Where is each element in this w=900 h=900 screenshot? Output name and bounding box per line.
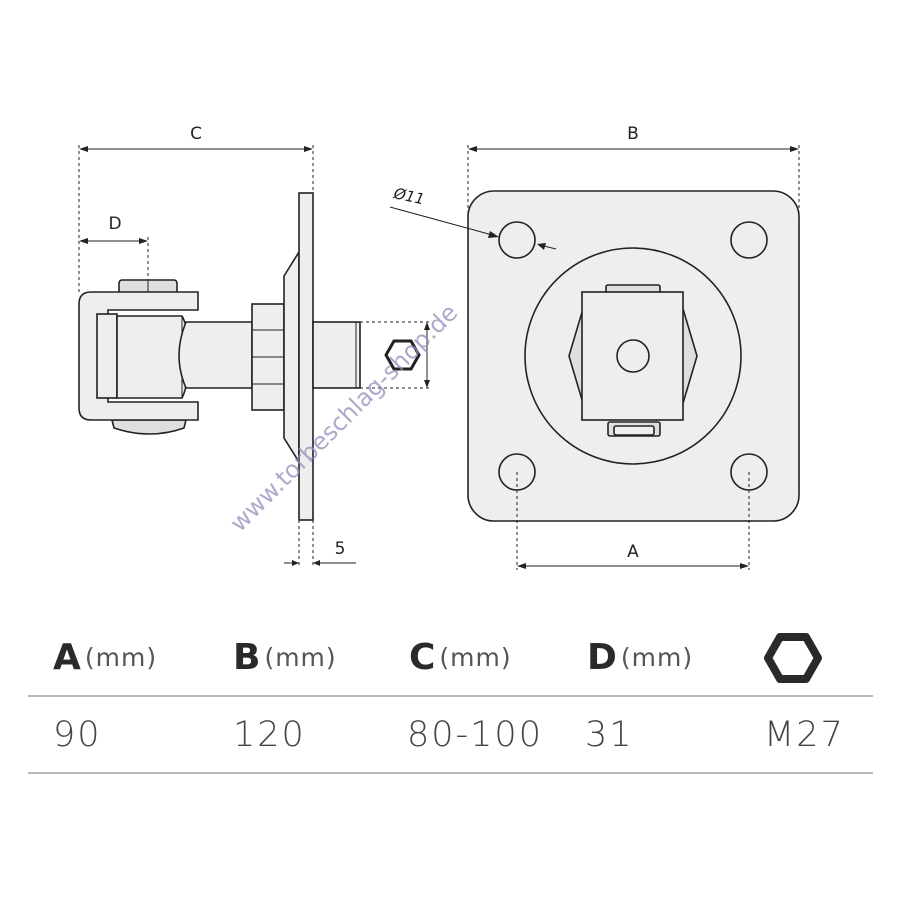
dim-label-c: C [190,124,202,144]
header-a: A(mm) [53,637,158,678]
dim-label-thickness: 5 [335,539,346,559]
value-b: 120 [233,714,306,755]
header-b: B(mm) [233,637,337,678]
hex-nut-icon [764,620,822,695]
spec-table: A(mm) B(mm) C(mm) D(mm) 90 120 80-100 31… [28,620,873,774]
hole-diameter-label: Ø11 [391,184,426,208]
side-view: C D 5 [78,124,430,566]
header-c: C(mm) [409,637,512,678]
value-d: 31 [585,714,634,755]
dim-label-b: B [627,124,639,144]
header-d: D(mm) [587,637,694,678]
dim-label-a: A [627,542,639,562]
value-c: 80-100 [407,714,543,755]
dim-label-d: D [108,214,121,234]
front-view: B A Ø11 [389,124,800,570]
spec-table-header-row: A(mm) B(mm) C(mm) D(mm) [28,620,873,697]
technical-drawing: C D 5 [78,124,800,570]
spec-table-value-row: 90 120 80-100 31 M27 [28,697,873,774]
value-a: 90 [53,714,102,755]
value-thread: M27 [764,714,845,755]
